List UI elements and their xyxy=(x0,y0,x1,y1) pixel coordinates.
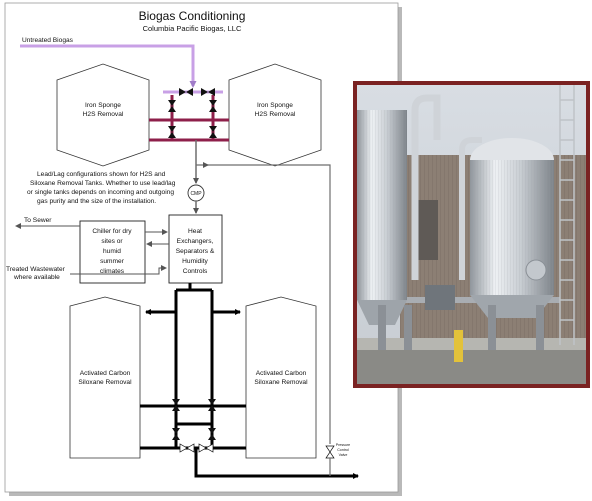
heat-exchanger-label-5: Controls xyxy=(183,268,208,275)
carbon-right-label-2: Siloxane Removal xyxy=(254,379,308,386)
chiller-label-2: sites or xyxy=(101,238,123,245)
treated-wastewater-label-1: Treated Wastewater xyxy=(6,266,66,273)
valve-icon xyxy=(208,428,216,440)
siloxane-valves xyxy=(172,399,216,440)
note-line-2: Siloxane Removal Tanks. Whether to use l… xyxy=(30,180,176,187)
photo-ladder xyxy=(559,85,575,345)
pcv-label-3: Valve xyxy=(339,453,348,457)
building-door xyxy=(418,200,438,260)
pcv-label-1: Pressure xyxy=(336,443,350,447)
chiller-box: Chiller for dry sites or humid summer cl… xyxy=(79,220,146,284)
siloxane-valves-outline xyxy=(179,443,214,453)
chiller-label-5: climates xyxy=(100,268,125,275)
valve-icon xyxy=(172,399,180,411)
valve-icon xyxy=(201,88,215,96)
heat-exchanger-label-1: Heat xyxy=(188,228,202,235)
carbon-tank-right: Activated Carbon Siloxane Removal xyxy=(245,296,317,459)
valve-icon xyxy=(198,443,214,453)
to-sewer-label: To Sewer xyxy=(24,217,52,224)
photo-tank-legs xyxy=(378,305,544,350)
heat-exchanger-label-3: Separators & xyxy=(176,248,215,255)
diagram-subtitle: Columbia Pacific Biogas, LLC xyxy=(143,24,242,33)
h2s-valves xyxy=(168,88,217,138)
carbon-left-label-1: Activated Carbon xyxy=(80,370,131,377)
note-line-4: gas purity and the size of the installat… xyxy=(37,198,156,205)
untreated-biogas-label: Untreated Biogas xyxy=(22,37,74,44)
carbon-left-label-2: Siloxane Removal xyxy=(78,379,132,386)
pcv-label-2: Control xyxy=(337,448,349,452)
valve-icon xyxy=(209,126,217,138)
iron-sponge-left-label-1: Iron Sponge xyxy=(85,102,121,109)
chiller-label-1: Chiller for dry xyxy=(92,228,132,235)
heat-exchanger-label-2: Exchangers, xyxy=(177,238,214,245)
ground xyxy=(357,345,586,384)
iron-sponge-tank-right: Iron Sponge H2S Removal xyxy=(228,63,322,167)
chiller-label-3: humid xyxy=(103,248,121,255)
valve-icon xyxy=(168,100,176,112)
valve-icon xyxy=(209,100,217,112)
pressure-control-valve: Pressure Control Valve xyxy=(325,443,350,476)
compressor-label: CMP xyxy=(190,191,202,197)
photo-equipment xyxy=(425,285,455,310)
carbon-right-label-1: Activated Carbon xyxy=(256,370,307,377)
photo-pipe-left xyxy=(411,94,441,280)
valve-icon xyxy=(172,428,180,440)
diagram-title: Biogas Conditioning xyxy=(139,9,246,23)
heat-exchanger-box: Heat Exchangers, Separators & Humidity C… xyxy=(168,214,223,284)
photo-bollard xyxy=(454,330,463,362)
valve-icon xyxy=(168,126,176,138)
valve-icon xyxy=(179,443,195,453)
iron-sponge-left-label-2: H2S Removal xyxy=(83,111,124,118)
valve-icon xyxy=(208,399,216,411)
treated-wastewater-line xyxy=(70,265,167,275)
siloxane-manifold xyxy=(140,283,359,479)
photo-pipe-right xyxy=(459,137,482,280)
treated-wastewater-label-2: where available xyxy=(13,274,60,281)
note-line-3: or single tanks depends on incoming and … xyxy=(27,189,174,196)
heat-exchanger-label-4: Humidity xyxy=(182,258,208,265)
chiller-label-4: summer xyxy=(100,258,125,265)
iron-sponge-right-label-1: Iron Sponge xyxy=(257,102,293,109)
photo-tank-left-ribs xyxy=(357,110,407,300)
iron-sponge-tank-left: Iron Sponge H2S Removal xyxy=(56,63,150,167)
note-line-1: Lead/Lag configurations shown for H2S an… xyxy=(37,171,166,178)
arrow-icon xyxy=(203,162,209,168)
site-photo xyxy=(353,81,590,388)
concrete-pad xyxy=(357,338,586,350)
gas-line-right-loop xyxy=(196,164,331,444)
valve-icon xyxy=(179,88,193,96)
iron-sponge-right-label-2: H2S Removal xyxy=(255,111,296,118)
photo-manway xyxy=(525,259,547,281)
compressor: CMP xyxy=(187,184,205,202)
carbon-tank-left: Activated Carbon Siloxane Removal xyxy=(69,296,141,459)
